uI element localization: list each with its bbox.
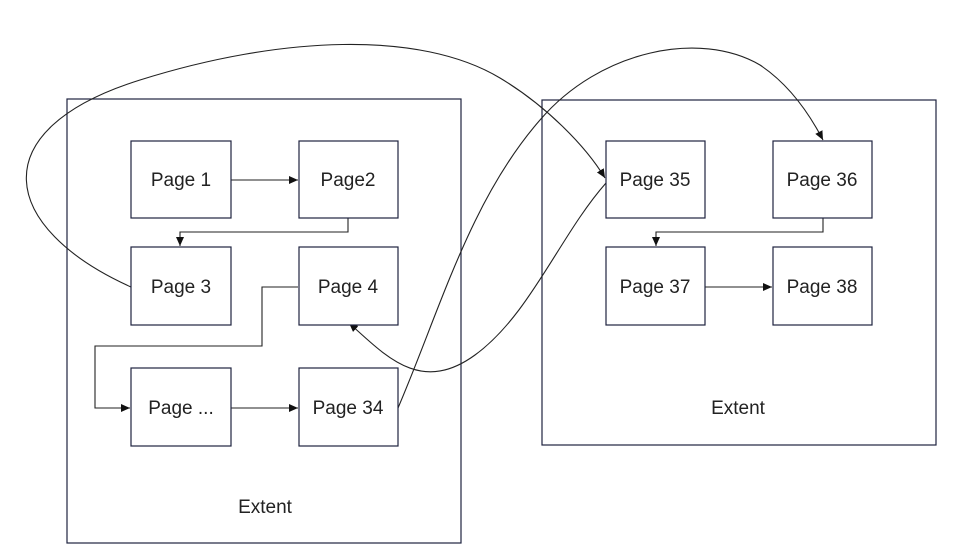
page-label: Page 38 bbox=[787, 277, 858, 298]
page-box-2: Page2 bbox=[298, 140, 399, 219]
page-box-1: Page 1 bbox=[130, 140, 232, 219]
page-label: Page 34 bbox=[313, 398, 384, 419]
page-box-37: Page 37 bbox=[605, 246, 706, 326]
page-box-3: Page 3 bbox=[130, 246, 232, 326]
page-box-4: Page 4 bbox=[298, 246, 399, 326]
extent-right-label: Extent bbox=[711, 398, 766, 419]
extent-right: Extent bbox=[541, 99, 937, 446]
extent-left-label: Extent bbox=[238, 497, 293, 518]
edge-page3-page35 bbox=[25, 43, 606, 288]
page-label: Page 1 bbox=[151, 170, 211, 191]
page-box-ellipsis: Page ... bbox=[130, 367, 232, 447]
page-label: Page 37 bbox=[620, 277, 691, 298]
edge-page35-page4 bbox=[348, 182, 607, 373]
page-box-34: Page 34 bbox=[298, 367, 399, 447]
page-label: Page 35 bbox=[620, 170, 691, 191]
edge-page36-page37 bbox=[652, 218, 824, 246]
page-label: Page 4 bbox=[318, 277, 379, 298]
page-label: Page ... bbox=[148, 398, 214, 419]
edge-page4-pageellipsis bbox=[94, 286, 298, 412]
edges bbox=[25, 43, 824, 412]
extent-left: Extent bbox=[66, 98, 462, 544]
page-label: Page 36 bbox=[787, 170, 858, 191]
edge-page34-page36 bbox=[397, 47, 824, 409]
edge-page2-page3 bbox=[176, 218, 349, 246]
page-box-36: Page 36 bbox=[772, 140, 873, 219]
page-box-35: Page 35 bbox=[605, 140, 706, 219]
page-label: Page2 bbox=[321, 170, 376, 191]
page-label: Page 3 bbox=[151, 277, 211, 298]
page-box-38: Page 38 bbox=[772, 246, 873, 326]
